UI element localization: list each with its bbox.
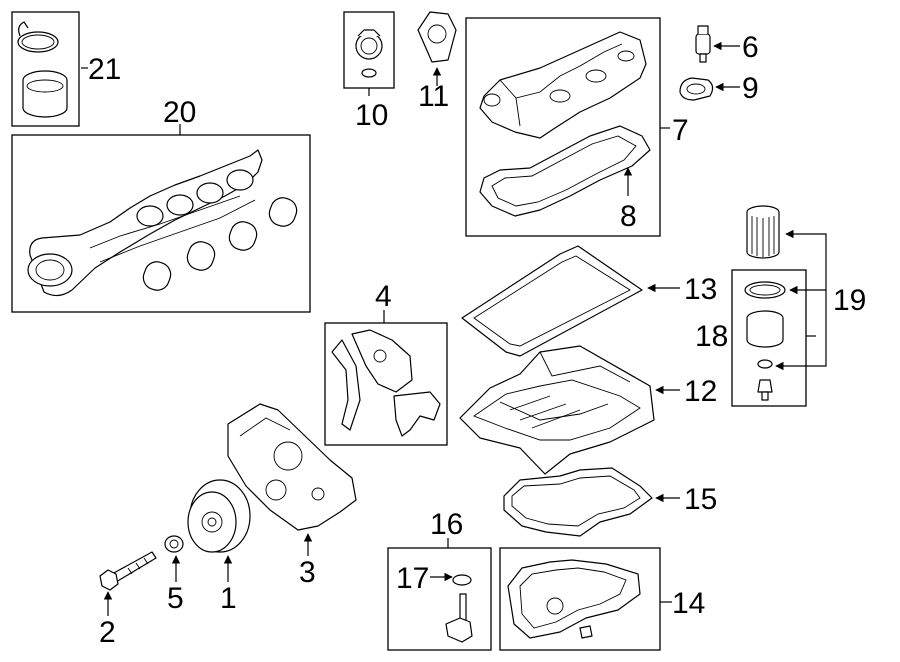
leader-lines (81, 41, 827, 616)
callout-3: 3 (299, 556, 316, 589)
callout-18: 18 (695, 320, 728, 353)
crankshaft-bolt-illustration (99, 551, 157, 591)
callout-19: 19 (833, 284, 866, 317)
callout-numbers: 21 20 10 11 6 9 7 8 4 13 19 18 12 15 16 … (88, 31, 866, 649)
callout-9: 9 (742, 72, 759, 105)
callout-5: 5 (167, 582, 184, 615)
crankshaft-pulley-illustration (187, 479, 251, 553)
lower-oil-pan-gasket-illustration (503, 467, 653, 537)
box-oil-filter (731, 269, 807, 407)
timing-cover-illustration (227, 403, 357, 531)
timing-cover-gaskets-illustration (331, 329, 441, 437)
thrust-ring-illustration (17, 21, 68, 118)
box-timing-gaskets (324, 322, 448, 446)
oil-cap-illustration (355, 29, 383, 78)
callout-10: 10 (355, 99, 388, 132)
callout-11: 11 (418, 80, 449, 113)
callout-7: 7 (672, 114, 689, 147)
callout-6: 6 (742, 31, 759, 64)
callout-20: 20 (163, 96, 196, 129)
callout-1: 1 (220, 582, 237, 615)
callout-14: 14 (672, 587, 705, 620)
box-thrust-ring (11, 11, 80, 127)
dipstick-illustration (445, 574, 473, 643)
callout-16: 16 (430, 508, 463, 541)
callout-12: 12 (684, 375, 717, 408)
valve-cover-gasket-illustration (479, 125, 651, 217)
lower-oil-pan-illustration (507, 559, 641, 639)
oil-filter-housing-illustration (744, 281, 786, 401)
box-valve-cover (465, 17, 661, 237)
callout-2: 2 (99, 616, 116, 649)
intake-manifold-illustration (27, 149, 298, 297)
seal-ring-illustration (679, 77, 714, 101)
box-intake-manifold (11, 134, 311, 313)
washer-illustration (164, 535, 184, 553)
callout-17: 17 (396, 562, 429, 595)
box-lower-oil-pan (499, 547, 661, 651)
callout-15: 15 (684, 483, 717, 516)
callout-13: 13 (684, 273, 717, 306)
oil-filter-element-illustration (746, 205, 780, 259)
callout-21: 21 (88, 53, 121, 86)
valve-cover-illustration (479, 31, 647, 139)
oil-filler-neck-illustration (417, 11, 457, 63)
box-dipstick (387, 547, 492, 651)
upper-oil-pan-illustration (459, 345, 655, 475)
callout-4: 4 (375, 280, 392, 313)
callout-8: 8 (620, 200, 637, 233)
sensor-illustration (695, 25, 711, 63)
upper-oil-pan-gasket-illustration (461, 245, 643, 357)
